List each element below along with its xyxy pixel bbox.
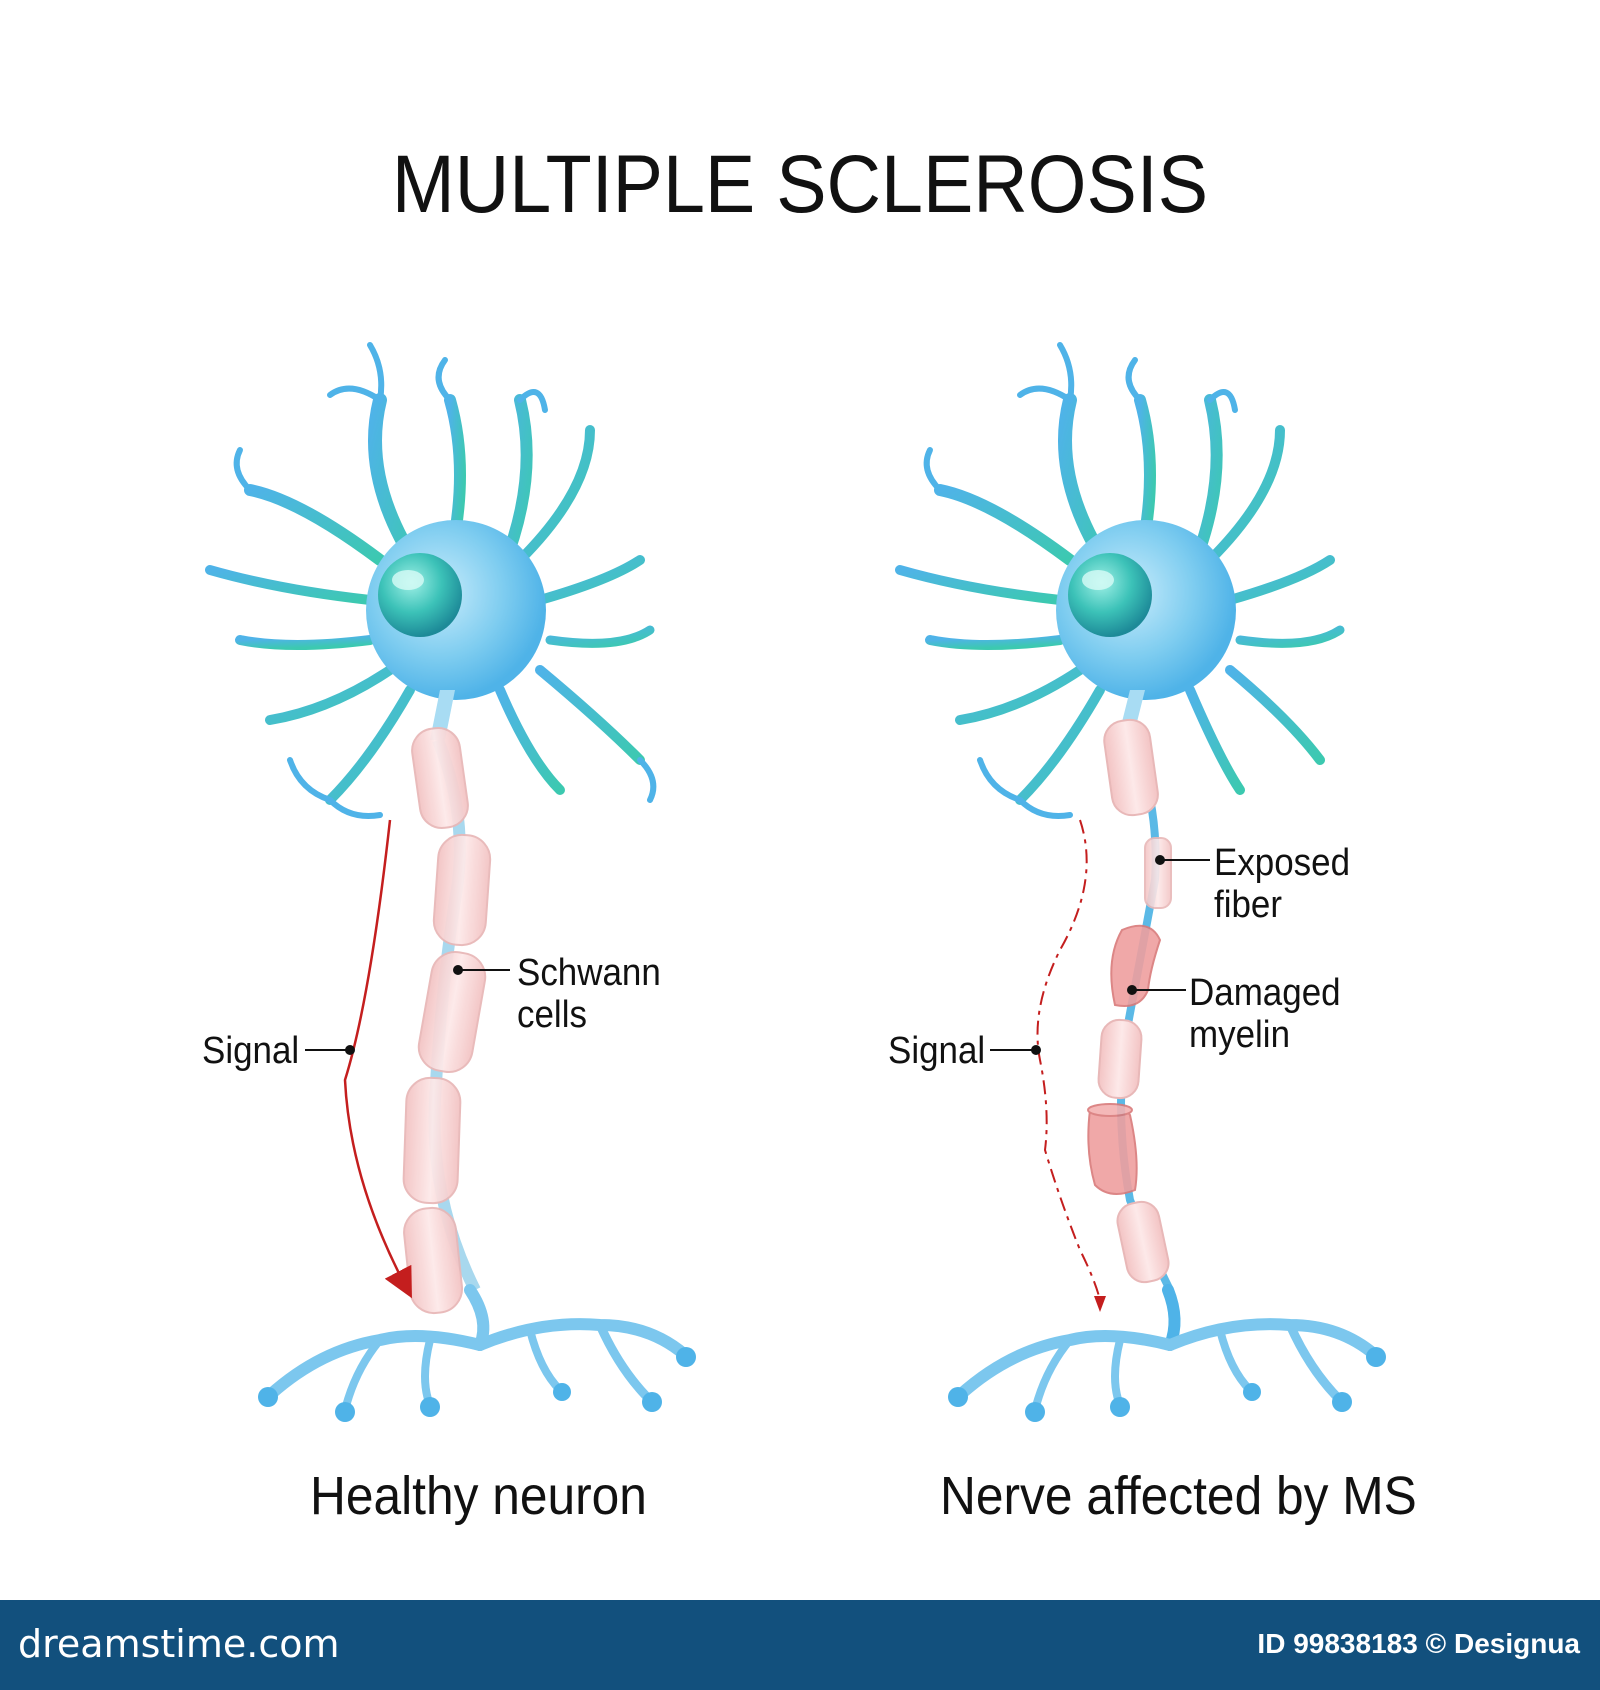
ms-nerve-caption: Nerve affected by MS [940, 1466, 1417, 1526]
ms-myelin-segments [1097, 718, 1172, 1284]
healthy-neuron-caption: Healthy neuron [310, 1466, 647, 1526]
damaged-myelin-label: Damaged myelin [1189, 972, 1341, 1056]
footer-logo[interactable]: dreamstime.com [18, 1622, 340, 1666]
ms-signal-dashed [1036, 819, 1101, 1301]
healthy-neuron [205, 342, 696, 1422]
footer-image-id: ID 99838183 © Designua [1257, 1628, 1580, 1659]
healthy-schwann-cells [402, 726, 492, 1315]
ms-axon-terminal [954, 1284, 1381, 1414]
healthy-leaders [305, 965, 510, 1055]
damaged-label-line1: Damaged [1189, 972, 1341, 1014]
damaged-label-line2: myelin [1189, 1014, 1291, 1056]
exposed-label-line2: fiber [1214, 884, 1283, 926]
ms-signal-label: Signal [888, 1030, 986, 1072]
footer-bar: dreamstime.com ID 99838183 © Designua [0, 1600, 1600, 1690]
healthy-axon-terminal [264, 1284, 691, 1414]
ms-leaders [990, 855, 1210, 1055]
ms-nucleus [1068, 553, 1152, 637]
healthy-signal-arrow [343, 819, 412, 1299]
exposed-fiber-label: Exposed fiber [1214, 842, 1350, 926]
schwann-label-line2: cells [517, 994, 587, 1036]
healthy-dendrites [205, 342, 657, 819]
healthy-signal-label: Signal [202, 1030, 300, 1072]
diagram-title: MULTIPLE SCLEROSIS [391, 139, 1209, 230]
exposed-label-line1: Exposed [1214, 842, 1351, 884]
neuron-diagram [205, 342, 1386, 1422]
ms-neuron [895, 342, 1386, 1422]
healthy-nucleus [378, 553, 462, 637]
schwann-cells-label: Schwann cells [517, 952, 661, 1036]
schwann-label-line1: Schwann [517, 952, 661, 994]
